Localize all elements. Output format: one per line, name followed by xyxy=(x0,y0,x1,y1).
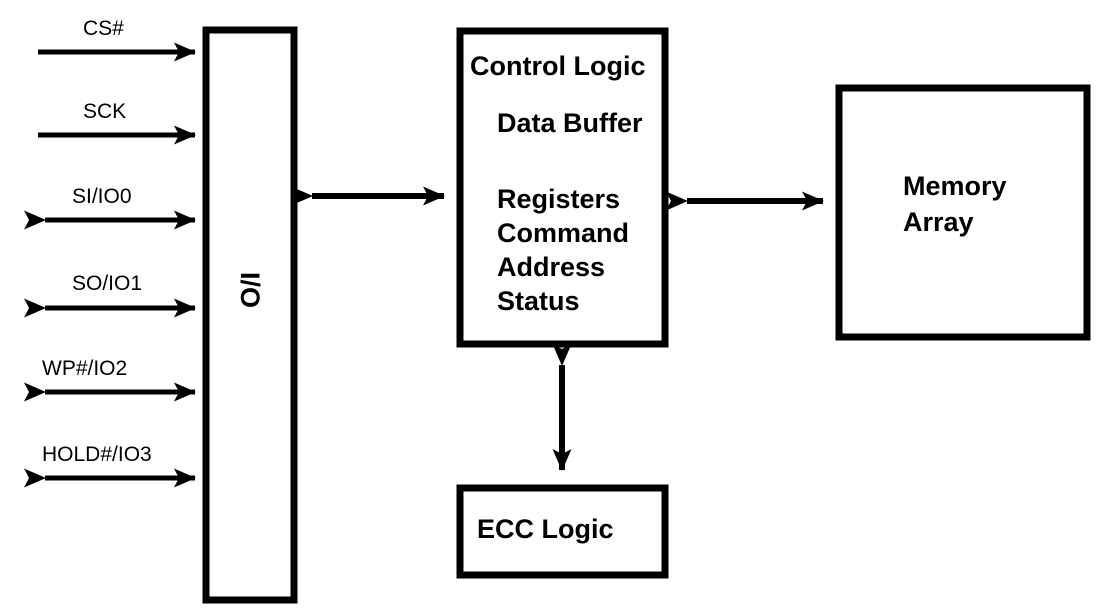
ecc-logic-label: ECC Logic xyxy=(477,514,614,544)
control-logic-block-outline xyxy=(456,27,669,348)
io-block-outline xyxy=(202,26,298,604)
signal-label-hold-io3: HOLD#/IO3 xyxy=(42,443,152,466)
memory-array-label-line2: Array xyxy=(903,207,974,237)
signal-label-sck: SCK xyxy=(83,100,127,123)
signal-label-so-io1: SO/IO1 xyxy=(72,272,143,295)
signal-label-cs: CS# xyxy=(83,17,124,40)
control-logic-title: Control Logic xyxy=(470,51,646,81)
control-logic-line-status: Status xyxy=(497,286,580,316)
memory-array-label-line1: Memory xyxy=(903,171,1007,201)
control-logic-line-address: Address xyxy=(497,252,606,282)
io-block-label: I/O xyxy=(235,272,265,309)
signal-label-wp-io2: WP#/IO2 xyxy=(42,357,128,380)
control-logic-line-registers: Registers xyxy=(497,184,621,214)
control-logic-line-data-buffer: Data Buffer xyxy=(497,108,643,138)
ecc-logic-block-outline xyxy=(456,484,669,579)
signal-label-si-io0: SI/IO0 xyxy=(72,185,132,208)
memory-array-block-outline xyxy=(835,84,1091,341)
control-logic-line-command: Command xyxy=(497,218,630,248)
